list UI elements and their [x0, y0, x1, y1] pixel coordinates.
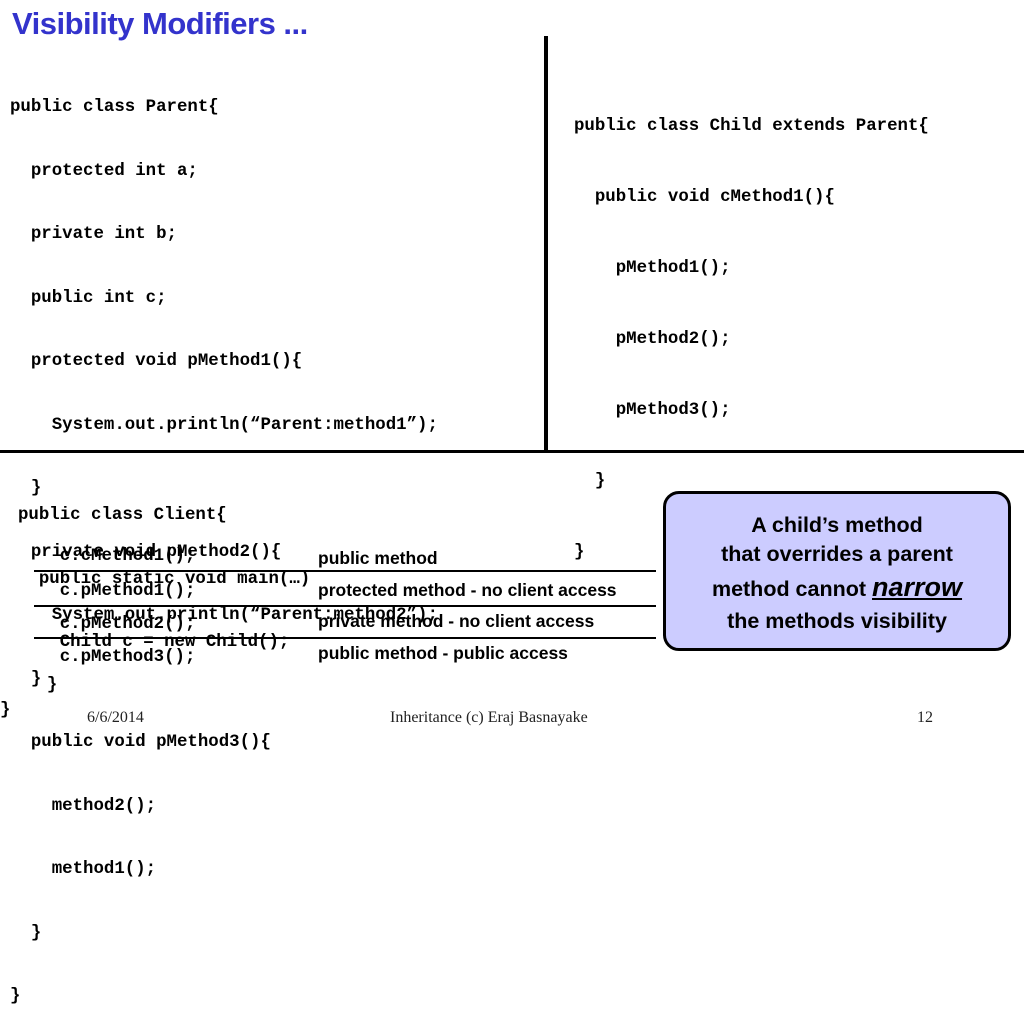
code-line: private int b;: [10, 225, 177, 244]
callout-line: the methods visibility: [727, 609, 947, 633]
code-line: }: [10, 987, 21, 1006]
code-line: System.out.println(“Parent:method2”);: [10, 606, 438, 625]
row-separator: [34, 605, 656, 607]
row-separator: [34, 570, 656, 572]
code-line: }: [0, 701, 11, 720]
code-line: public class Parent{: [10, 98, 219, 117]
page-number: 12: [917, 709, 933, 726]
callout-line: that overrides a parent: [721, 542, 953, 566]
code-line: public int c;: [10, 288, 167, 308]
client-call-line: c.pMethod1();: [18, 582, 196, 601]
code-line: System.out.println(“Parent:method1”);: [10, 415, 438, 435]
callout-box: A child’s method that overrides a parent…: [663, 491, 1011, 651]
code-line: method2();: [10, 796, 157, 816]
code-line: public static void main(…): [18, 569, 311, 589]
code-line: }: [26, 676, 58, 695]
callout-line: A child’s method: [751, 513, 923, 537]
client-call-line: c.pMethod3();: [18, 648, 196, 667]
code-line: pMethod2();: [574, 330, 731, 349]
code-line: private void pMethod2(){: [10, 542, 282, 562]
annotation-note: public method: [318, 548, 438, 568]
annotation-note: protected method - no client access: [318, 580, 617, 600]
code-line: }: [574, 543, 585, 562]
horizontal-divider: [0, 450, 1024, 453]
code-line: }: [10, 669, 42, 689]
code-line: }: [10, 923, 42, 943]
code-line: protected int a;: [10, 161, 198, 181]
child-code-block: public class Child extends Parent{ publi…: [574, 72, 929, 588]
code-line: public class Client{: [18, 506, 227, 525]
code-line: pMethod1();: [574, 259, 731, 278]
code-line: protected void pMethod1(){: [10, 352, 303, 371]
footer-title: Inheritance (c) Eraj Basnayake: [390, 709, 588, 726]
code-line: }: [574, 472, 606, 491]
client-call-line: c.cMethod1();: [18, 547, 196, 566]
callout-emphasis: narrow: [872, 572, 963, 602]
annotation-note: private method - no client access: [318, 611, 595, 631]
client-call-line: c.pMethod2();: [18, 615, 196, 634]
callout-text: method cannot: [711, 577, 873, 601]
row-separator: [34, 637, 656, 639]
footer-date: 6/6/2014: [87, 709, 144, 726]
code-line: public class Child extends Parent{: [574, 117, 929, 136]
parent-code-block: public class Parent{ protected int a; pr…: [10, 57, 438, 1029]
code-line: public void cMethod1(){: [574, 188, 835, 207]
code-line: method1();: [10, 860, 157, 879]
vertical-divider: [544, 36, 548, 452]
code-line: public void pMethod3(){: [10, 733, 271, 752]
code-line: pMethod3();: [574, 401, 731, 420]
slide-title: Visibility Modifiers ...: [12, 6, 308, 41]
callout-line: method cannot narrow: [666, 569, 1008, 607]
code-line: }: [10, 479, 42, 498]
annotation-note: public method - public access: [318, 643, 568, 663]
